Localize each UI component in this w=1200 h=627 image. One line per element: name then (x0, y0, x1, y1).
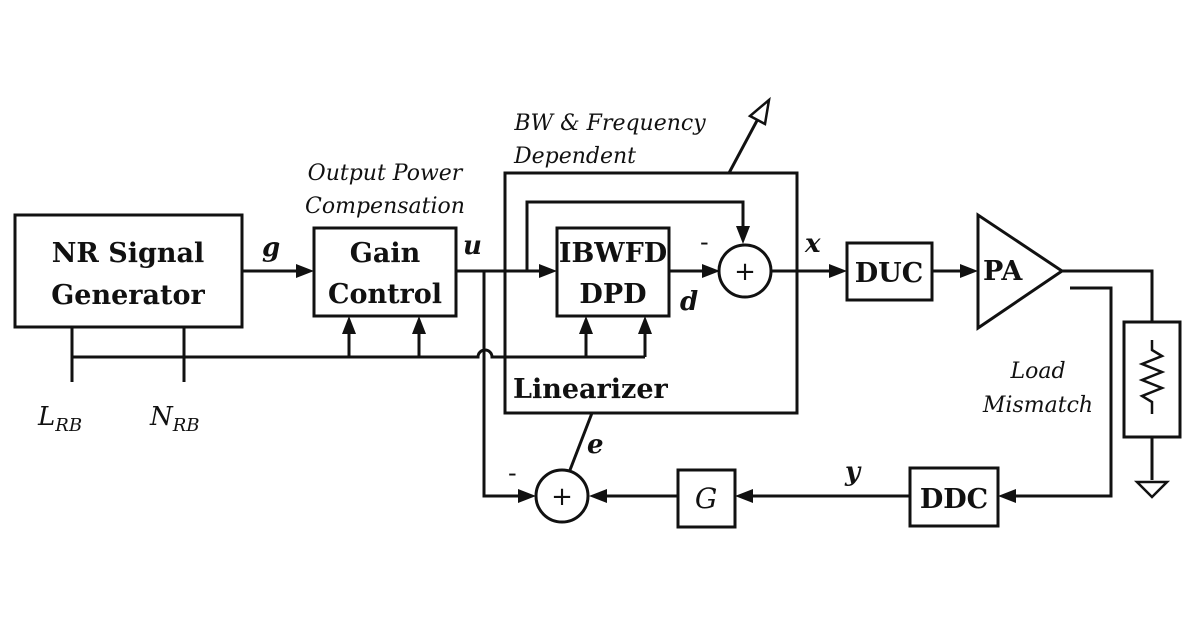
u-feedback-path (482, 271, 520, 498)
output-power-label-line2: Compensation (305, 194, 465, 219)
gain-control-label-line1: Gain (350, 238, 421, 269)
gain-g-block (676, 468, 737, 529)
gain-control-block (312, 226, 458, 318)
x-arrowhead (829, 264, 847, 278)
pa-amplifier (976, 212, 1065, 331)
ddc-input-arrowhead (998, 489, 1016, 503)
control-bus-line (72, 348, 645, 359)
d-signal-label: d (680, 287, 698, 317)
ground-icon (1133, 480, 1171, 499)
duc-block (845, 241, 934, 302)
u-arrowhead (539, 264, 557, 278)
duc-pa-arrowhead (960, 264, 978, 278)
g-signal-label: g (262, 233, 280, 263)
linearizer-label: Linearizer (513, 374, 669, 405)
g-summer-arrowhead (589, 489, 607, 503)
pa-output-line (1062, 269, 1154, 322)
d-arrowhead (702, 264, 720, 278)
lrb-label: LRB (37, 402, 82, 436)
nr-signal-generator-block (13, 213, 244, 329)
y-signal-label: y (844, 457, 862, 487)
e-signal-line (568, 412, 594, 471)
nrb-label: NRB (149, 402, 200, 436)
ctrl-arrowhead-dpd-2 (638, 316, 652, 334)
adaptation-arrowhead (747, 96, 771, 126)
top-summer-minus: - (700, 228, 709, 256)
bw-freq-label-line1: BW & Frequency (513, 111, 706, 136)
bottom-summer-circle (534, 468, 590, 524)
dpd-label-line1: IBWFD (559, 238, 667, 269)
ddc-block (908, 466, 1000, 528)
gain-control-label-line2: Control (328, 279, 442, 310)
duc-label: DUC (855, 258, 923, 289)
gain-g-label: G (695, 482, 717, 515)
u-bypass-path (525, 200, 745, 271)
coupler-feedback-path (1015, 286, 1113, 498)
bottom-summer-minus: - (508, 459, 517, 487)
bottom-summer-plus: + (551, 482, 573, 512)
ctrl-arrowhead-dpd-1 (579, 316, 593, 334)
y-arrowhead (735, 489, 753, 503)
load-mismatch-label-line2: Mismatch (982, 393, 1093, 418)
ddc-label: DDC (920, 484, 988, 515)
e-signal-label: e (587, 430, 604, 460)
load-resistor-box (1122, 320, 1182, 439)
u-bypass-arrowhead (736, 226, 750, 244)
x-signal-label: x (804, 229, 821, 259)
ctrl-arrowhead-gain-1 (342, 316, 356, 334)
g-arrowhead (296, 264, 314, 278)
u-feedback-arrowhead (518, 489, 536, 503)
resistor-icon (1138, 340, 1166, 414)
ibwfd-dpd-block (555, 226, 671, 318)
linearizer-container (503, 171, 799, 415)
pa-label: PA (983, 256, 1023, 287)
nr-generator-label-line2: Generator (51, 280, 205, 311)
load-mismatch-label-line1: Load (1009, 359, 1065, 384)
u-signal-label: u (463, 231, 482, 261)
nr-generator-label-line1: NR Signal (52, 238, 205, 269)
adaptation-arrow-line (727, 114, 762, 174)
dpd-label-line2: DPD (579, 279, 646, 310)
top-summer-plus: + (734, 257, 756, 287)
bw-freq-label-line2: Dependent (513, 144, 636, 169)
output-power-label-line1: Output Power (308, 161, 464, 186)
ctrl-arrowhead-gain-2 (412, 316, 426, 334)
